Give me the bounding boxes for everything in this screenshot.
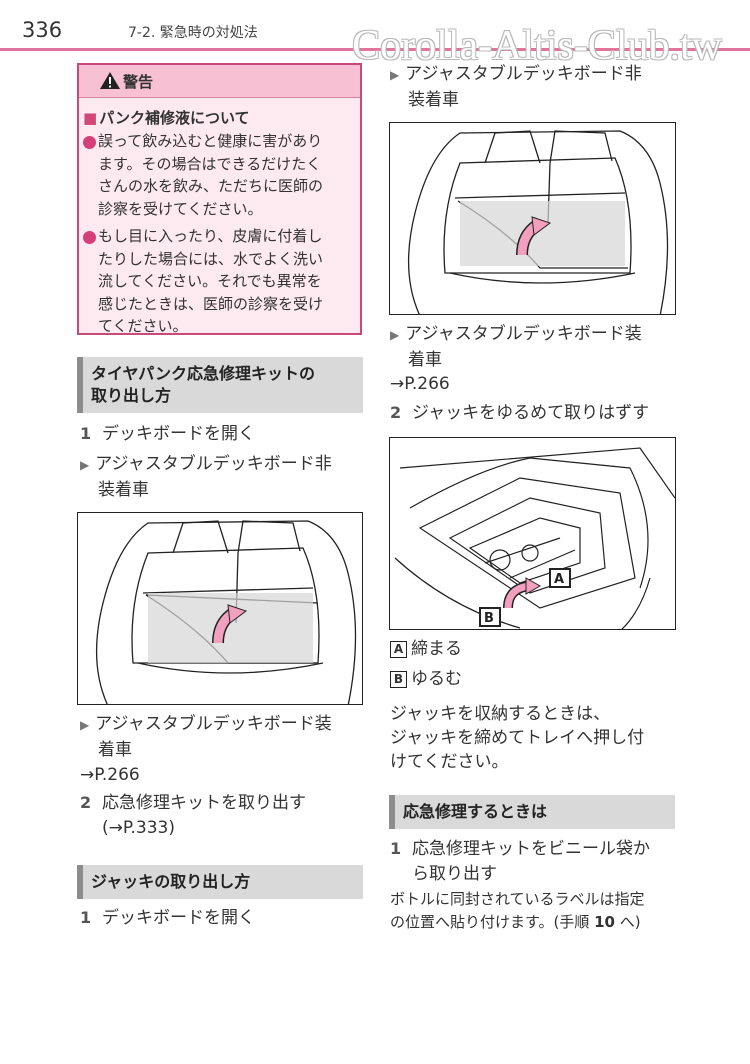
left-note-equipped: ▶アジャスタブルデッキボード装 着車 (80, 714, 332, 760)
right-step-3: 1 応急修理キットをビニール袋か ら取り出す (390, 839, 650, 884)
illustration-trunk-left (77, 512, 363, 705)
label-a: A (554, 572, 564, 587)
legend-b-box: B (390, 670, 407, 688)
heading-jack: ジャッキの取り出し方 (77, 865, 363, 899)
bullet-dot (83, 136, 96, 149)
warning-bullet-2: もし目に入ったり、皮膚に付着し たりした場合には、水でよく洗い 流してください。… (98, 227, 324, 335)
legend-a-box: A (390, 640, 407, 658)
watermark: Corolla-Altis-Club.tw (352, 23, 722, 69)
right-page-ref: →P.266 (390, 374, 450, 394)
triangle-bullet-icon: ▶ (80, 718, 90, 732)
triangle-bullet-icon: ▶ (80, 458, 90, 472)
trunk-illustration (95, 520, 357, 704)
left-step-3: 1 デッキボードを開く (80, 908, 255, 928)
illustration-trunk-right (389, 122, 676, 315)
left-step-2: 2 応急修理キットを取り出す (→P.333) (80, 793, 306, 838)
section-title: 7-2. 緊急時の対処法 (128, 25, 258, 41)
right-note-non-equipped: ▶アジャスタブルデッキボード非 装着車 (390, 64, 642, 110)
jack-illustration: A B (394, 447, 675, 629)
page-number: 336 (22, 18, 63, 42)
bullet-dot (83, 231, 96, 244)
right-note-equipped: ▶アジャスタブルデッキボード装 着車 (390, 324, 642, 370)
warning-icon (100, 72, 120, 89)
left-step-1: 1 デッキボードを開く (80, 424, 255, 444)
triangle-bullet-icon: ▶ (390, 68, 400, 82)
label-note: ボトルに同封されているラベルは指定 の位置へ貼り付けます。(手順 10 へ) (390, 890, 645, 931)
warning-header: 警告 (79, 65, 360, 98)
heading-emergency-repair: 応急修理するときは (389, 795, 675, 829)
illustration-jack: A B (389, 437, 676, 630)
heading-puncture-kit: タイヤパンク応急修理キットの 取り出し方 (77, 357, 363, 413)
warning-title: 警告 (123, 73, 154, 91)
warning-subtitle: ■パンク補修液について (83, 109, 250, 127)
warning-bullet-1: 誤って飲み込むと健康に害があり ます。その場合はできるだけたく さんの水を飲み、… (98, 132, 324, 218)
triangle-bullet-icon: ▶ (390, 328, 400, 342)
header-rule (0, 48, 750, 51)
left-page-ref: →P.266 (80, 765, 140, 785)
label-b: B (484, 611, 494, 626)
warning-box: 警告 ■パンク補修液について 誤って飲み込むと健康に害があり ます。その場合はで… (77, 63, 362, 335)
left-note-non-equipped: ▶アジャスタブルデッキボード非 装着車 (80, 454, 332, 500)
trunk-illustration (407, 130, 669, 314)
right-step-2: 2 ジャッキをゆるめて取りはずす (390, 403, 650, 423)
jack-note: ジャッキを収納するときは、 ジャッキを締めてトレイへ押し付 けてください。 (390, 704, 645, 772)
